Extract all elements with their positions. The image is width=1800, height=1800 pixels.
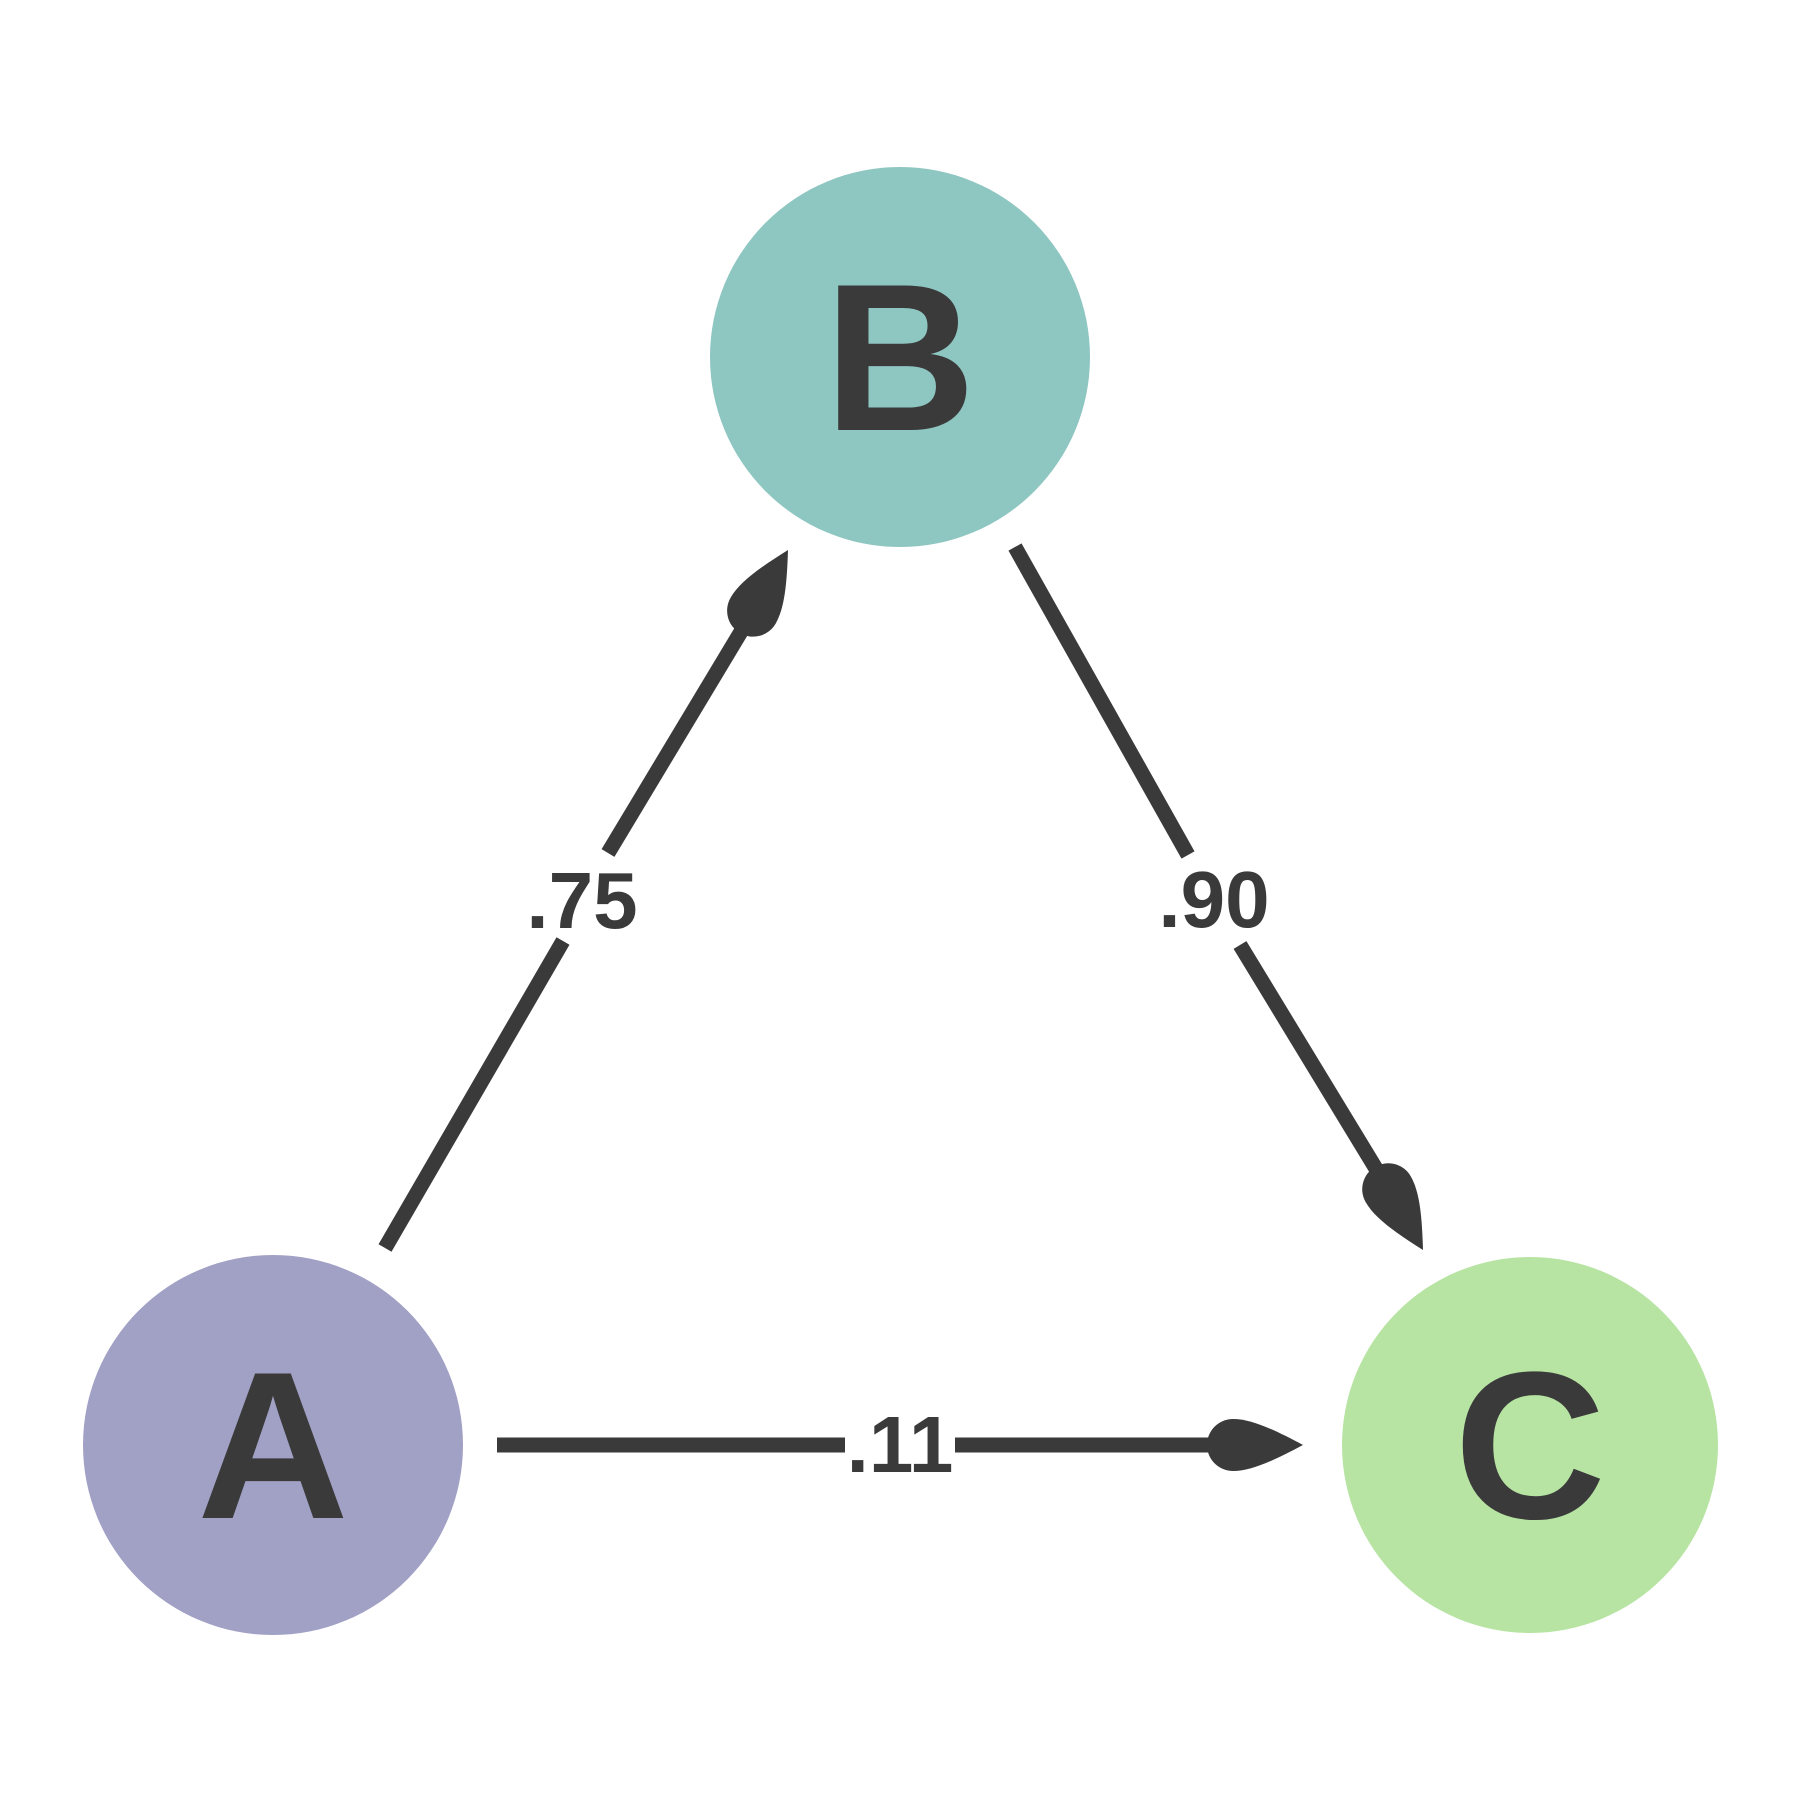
node-a-label: A <box>197 1328 349 1563</box>
node-a-circle <box>83 1255 463 1635</box>
node-c-circle <box>1342 1257 1718 1633</box>
edge-a-b-weight-label: .75 <box>526 856 637 945</box>
edge-b-c: .90 <box>1008 543 1423 1250</box>
edge-a-b: .75 <box>378 550 788 1252</box>
node-b-circle <box>710 167 1090 547</box>
node-c: C <box>1342 1257 1718 1633</box>
arrowhead-b-c-icon <box>1362 1163 1423 1250</box>
edge-a-b-segment-upper <box>601 621 752 857</box>
arrowhead-a-b-icon <box>727 550 788 637</box>
edge-b-c-segment-upper <box>1008 543 1195 859</box>
edge-b-c-weight-label: .90 <box>1158 855 1269 944</box>
node-b-label: B <box>824 240 976 475</box>
edge-a-c-weight-label: .11 <box>847 1400 954 1489</box>
edge-a-c: .11 <box>497 1400 1303 1489</box>
node-a: A <box>83 1255 463 1635</box>
node-c-label: C <box>1454 1328 1606 1563</box>
edge-a-b-segment-lower <box>378 937 570 1252</box>
edge-b-c-segment-lower <box>1233 941 1385 1176</box>
arrowhead-a-c-icon <box>1207 1419 1303 1471</box>
node-b: B <box>710 167 1090 547</box>
